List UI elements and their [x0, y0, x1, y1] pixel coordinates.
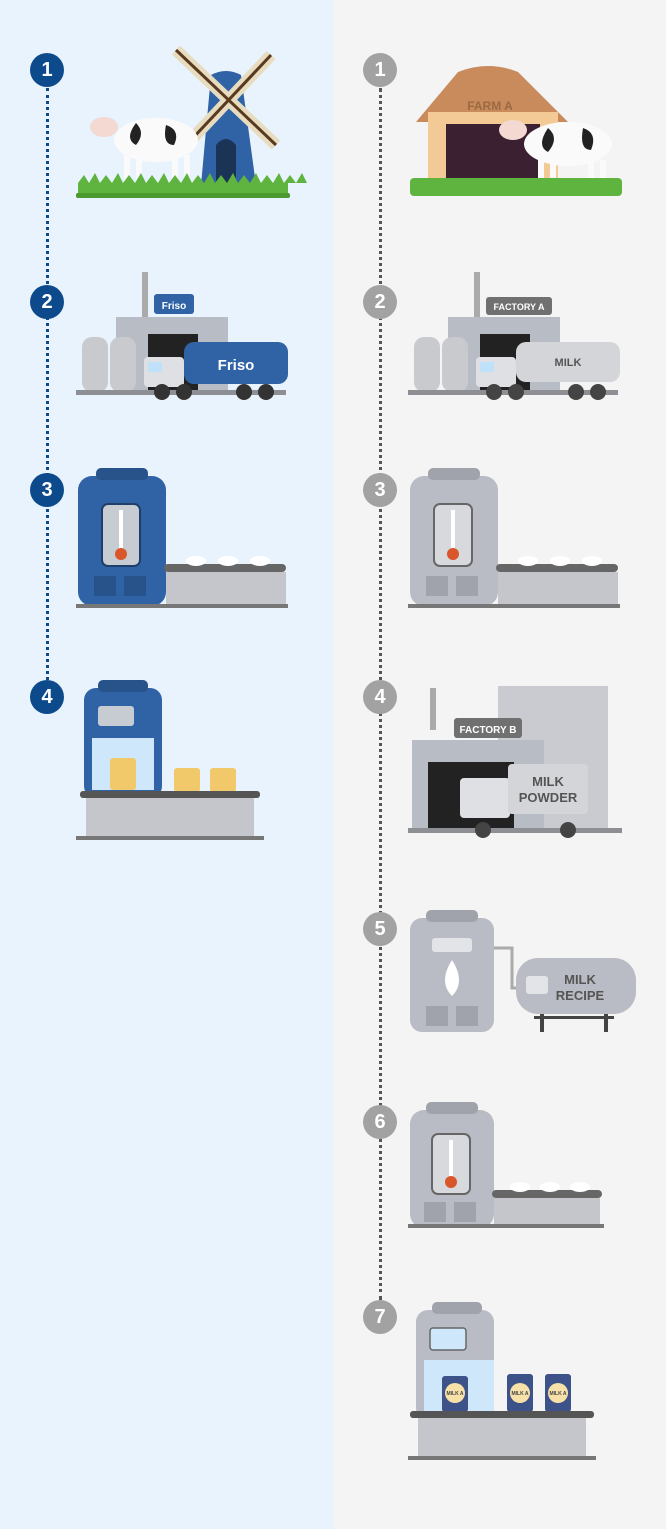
right-step-3: 3 [363, 473, 397, 507]
milk-a-filling-machine-illustration: MILK A MILK A MILK A [408, 1302, 596, 1460]
factory-a-truck-illustration: FACTORY A MILK [408, 272, 620, 400]
factory-brand-label: Friso [162, 301, 186, 312]
farm-windmill-cow-illustration [76, 45, 307, 198]
can-label: MILK A [446, 1391, 463, 1397]
friso-factory-truck-illustration: Friso Friso [76, 272, 288, 400]
right-step-1: 1 [363, 53, 397, 87]
can-label: MILK A [549, 1391, 566, 1397]
can-label: MILK A [511, 1391, 528, 1397]
left-step-4: 4 [30, 680, 64, 714]
mixer-label-line-1: MILK [564, 972, 596, 987]
truck-label-line-1: MILK [532, 774, 564, 789]
cow-icon [499, 120, 612, 188]
milk-recipe-mixer-illustration: MILK RECIPE [410, 910, 636, 1032]
right-step-4: 4 [363, 680, 397, 714]
left-timeline [46, 88, 49, 680]
farm-label: FARM A [467, 99, 513, 113]
mixer-label-line-2: RECIPE [556, 988, 605, 1003]
right-step-2: 2 [363, 285, 397, 319]
left-step-2: 2 [30, 285, 64, 319]
friso-heating-tank-illustration [76, 468, 288, 608]
factory-b-truck-illustration: FACTORY B MILK POWDER [408, 686, 622, 838]
cow-icon [90, 117, 198, 183]
friso-process-column [0, 0, 333, 1529]
right-step-5: 5 [363, 912, 397, 946]
farm-a-barn-illustration: FARM A [410, 66, 622, 196]
right-step-6: 6 [363, 1105, 397, 1139]
left-step-3: 3 [30, 473, 64, 507]
factory-b-label: FACTORY B [459, 725, 516, 736]
heating-tank-illustration [408, 468, 620, 608]
truck-label-line-2: POWDER [519, 790, 578, 805]
heating-tank-illustration-2 [408, 1102, 604, 1228]
factory-a-label: FACTORY A [493, 302, 545, 312]
left-step-1: 1 [30, 53, 64, 87]
right-step-7: 7 [363, 1300, 397, 1334]
friso-filling-machine-illustration [76, 680, 264, 840]
tanker-label: MILK [555, 357, 582, 369]
truck-brand-label: Friso [218, 357, 255, 374]
